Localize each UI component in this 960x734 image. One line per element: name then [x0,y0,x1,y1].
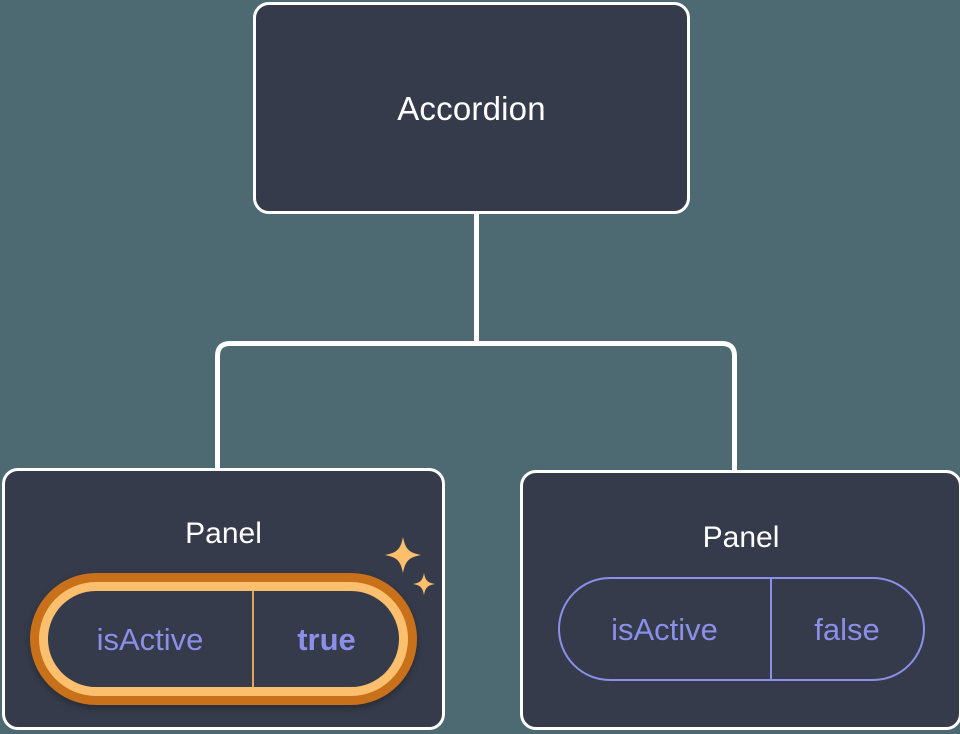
prop-pill-active-wrap: isActive true [30,537,435,705]
prop-value-false: false [814,611,880,647]
node-panel-inactive[interactable]: Panel isActive false [520,470,960,730]
prop-pill-active[interactable]: isActive true [48,591,399,687]
prop-key-isactive: isActive [560,579,772,679]
prop-key-isactive: isActive [48,591,254,687]
prop-pill-inactive-wrap: isActive false [557,577,925,681]
prop-pill-inactive[interactable]: isActive false [557,577,925,681]
prop-pill-active-glow: isActive true [30,573,417,705]
node-panel-active-label: Panel [185,517,262,550]
connector-branch-right [476,341,737,470]
sparkle-icon [385,537,421,573]
sparkle-icon [413,573,435,595]
connector-branch-left [215,341,477,470]
node-panel-inactive-label: Panel [702,521,780,554]
node-accordion[interactable]: Accordion [253,2,690,214]
prop-value-true: true [297,621,356,657]
prop-pill-active-ring: isActive true [39,582,408,696]
node-panel-active[interactable]: Panel isActive true [2,468,445,730]
node-accordion-label: Accordion [397,89,546,127]
